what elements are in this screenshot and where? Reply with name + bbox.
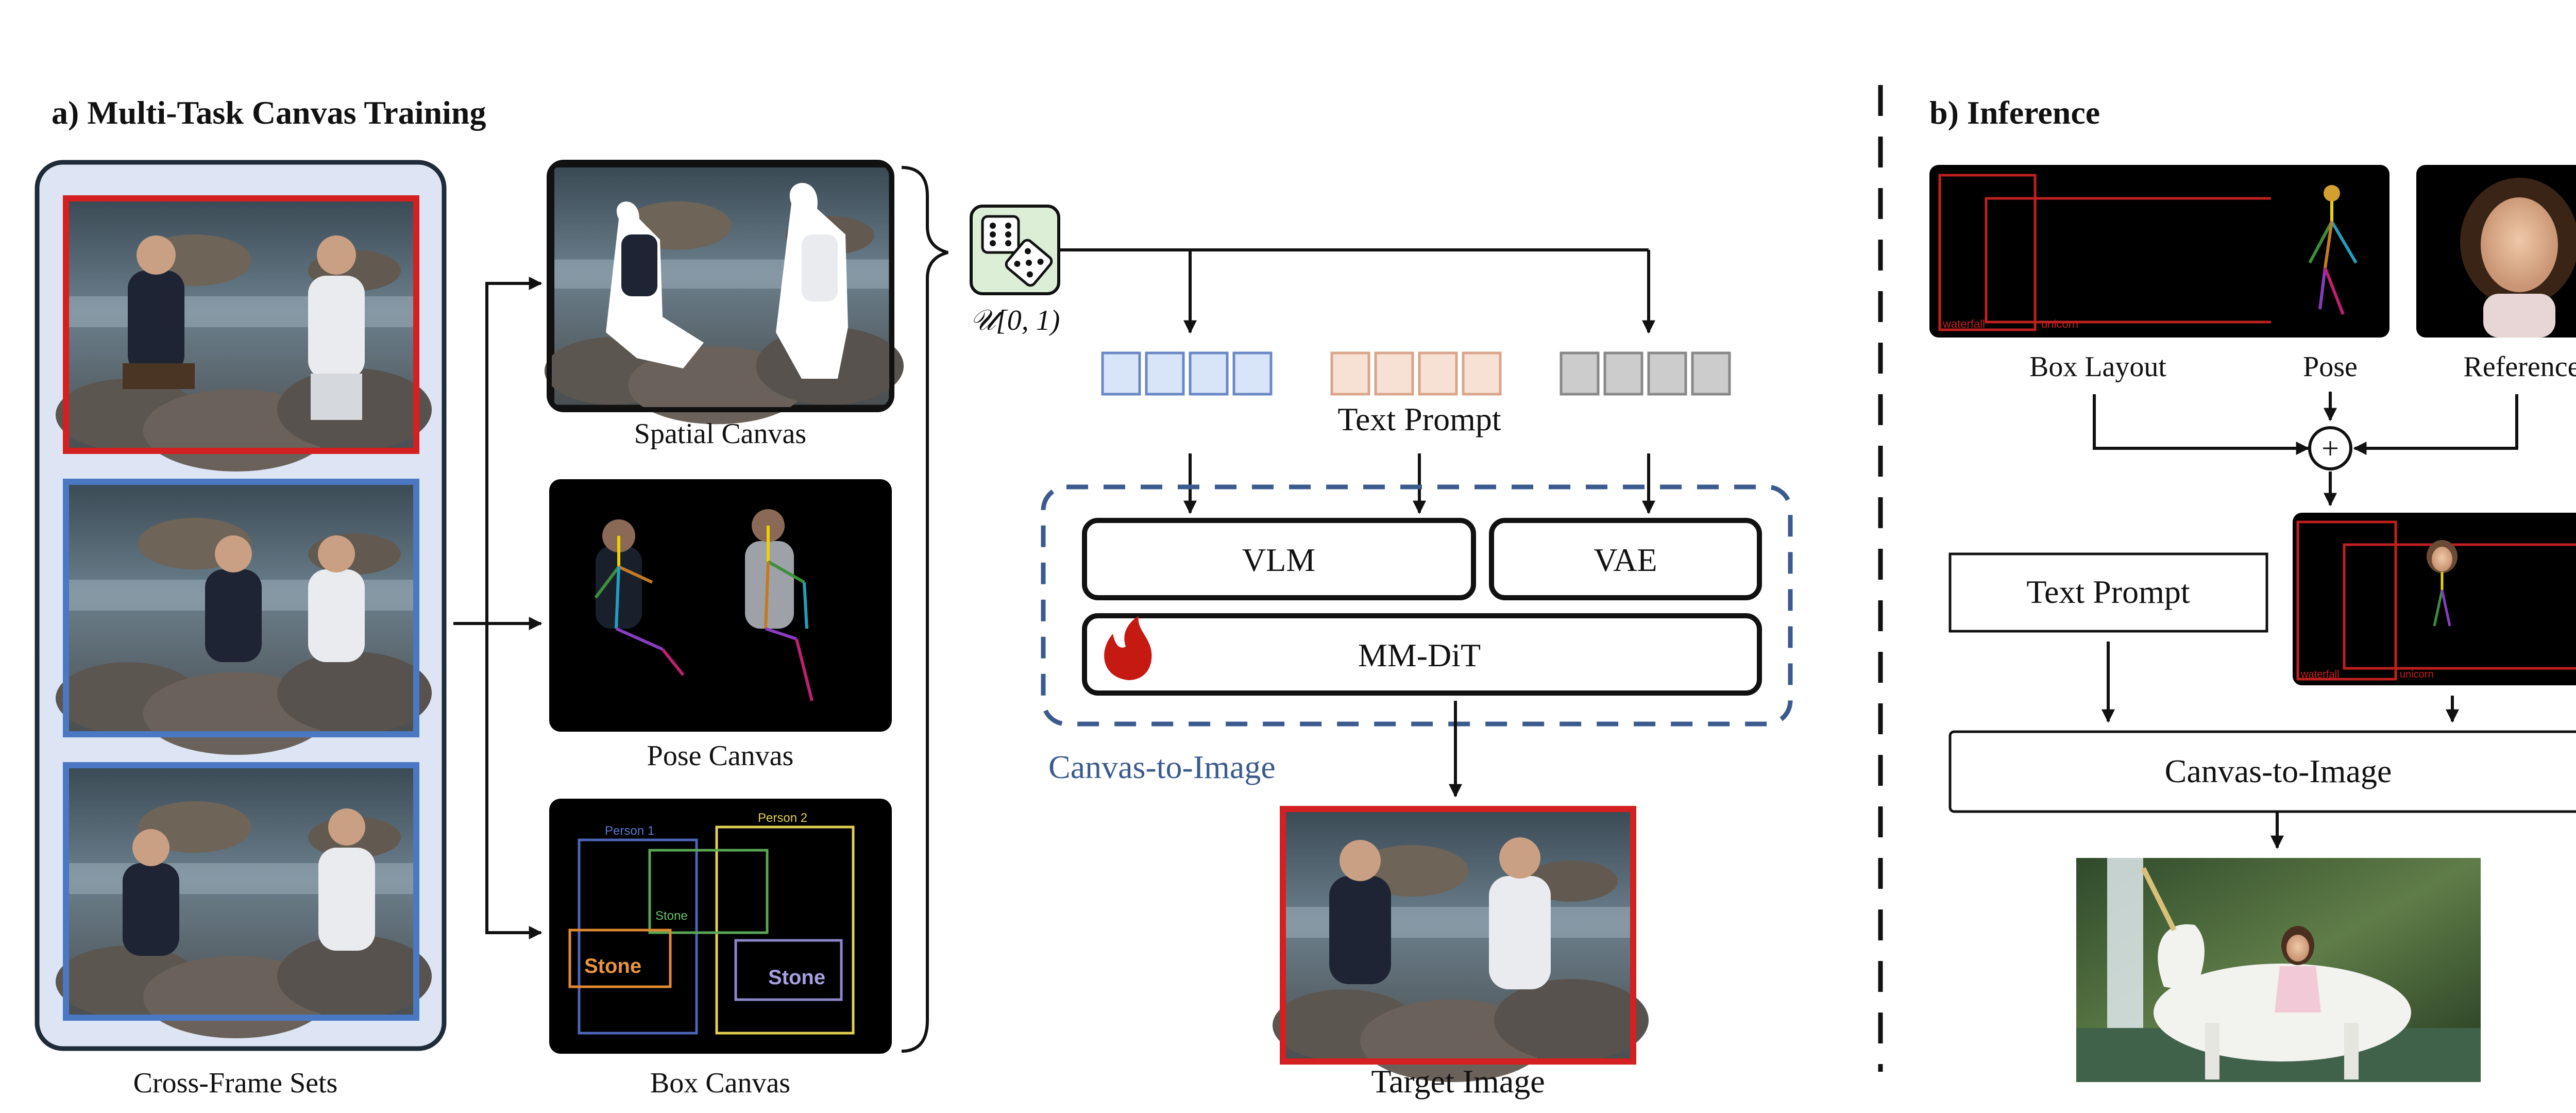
panel-a-title: a) Multi-Task Canvas Training bbox=[52, 94, 486, 131]
mmdit-box bbox=[1082, 613, 1762, 696]
pose-skeleton-left bbox=[594, 536, 685, 676]
layout-tag-unicorn: unicorn bbox=[2041, 317, 2078, 330]
plus-icon: + bbox=[2308, 426, 2352, 470]
svg-text:+: + bbox=[2321, 431, 2339, 465]
canvas-to-image-label: Canvas-to-Image bbox=[1048, 749, 1276, 785]
flame-icon bbox=[1104, 616, 1152, 680]
box-layout-image: waterfall unicorn bbox=[1929, 165, 2293, 338]
panel-b-title: b) Inference bbox=[1929, 94, 2100, 131]
box-person-1-label: Person 1 bbox=[605, 824, 654, 838]
layout-tag-waterfall: waterfall bbox=[1942, 317, 1985, 330]
mmdit-label: MM-DiT bbox=[1358, 637, 1481, 673]
dice-icon bbox=[970, 205, 1060, 295]
inference-arrows bbox=[2102, 642, 2459, 849]
cross-frame-image-3 bbox=[56, 762, 432, 1038]
inference-text-prompt-label: Text Prompt bbox=[2026, 574, 2190, 610]
spatial-canvas-label: Spatial Canvas bbox=[634, 418, 806, 450]
canvas-brace bbox=[901, 166, 948, 1053]
target-image-label: Target Image bbox=[1371, 1063, 1545, 1100]
pose-canvas bbox=[549, 479, 892, 732]
spatial-canvas bbox=[544, 160, 904, 425]
box-person-2 bbox=[715, 825, 855, 1035]
inference-text-prompt-box bbox=[1948, 552, 2268, 633]
target-image bbox=[1273, 806, 1649, 1082]
merge-arrows bbox=[2093, 392, 2518, 507]
vlm-label: VLM bbox=[1242, 542, 1315, 578]
combined-tag-unicorn: unicorn bbox=[2400, 669, 2434, 680]
cross-frame-image-2 bbox=[56, 479, 432, 755]
box-layout-label: Box Layout bbox=[2029, 351, 2166, 383]
reference-image bbox=[2416, 165, 2576, 338]
fanout-arrows bbox=[453, 277, 543, 939]
reference-label: Reference bbox=[2464, 351, 2576, 383]
box-person-1 bbox=[578, 838, 698, 1035]
token-group-blue bbox=[1101, 351, 1273, 396]
inference-canvas-to-image-box bbox=[1948, 730, 2576, 813]
canvas-to-image-container bbox=[1041, 484, 1793, 727]
pose-skeleton-right bbox=[764, 526, 814, 701]
cross-frame-label: Cross-Frame Sets bbox=[133, 1067, 338, 1099]
vae-label: VAE bbox=[1594, 542, 1657, 578]
cross-frame-sets: Cross-Frame Sets bbox=[35, 160, 447, 1099]
box-stone-orange bbox=[568, 929, 672, 988]
pose-label: Pose bbox=[2303, 351, 2358, 383]
uniform-label: 𝒰[0, 1) bbox=[970, 305, 1060, 336]
token-group-peach bbox=[1330, 351, 1502, 396]
vlm-box bbox=[1082, 518, 1476, 600]
pose-canvas-label: Pose Canvas bbox=[647, 740, 794, 772]
box-stone-green-label: Stone bbox=[655, 909, 688, 923]
box-stone-purple-label: Stone bbox=[768, 966, 825, 989]
box-stone-green bbox=[648, 849, 769, 934]
inference-canvas-to-image-label: Canvas-to-Image bbox=[2165, 753, 2392, 789]
pose-image bbox=[2271, 165, 2389, 338]
box-stone-purple bbox=[734, 939, 843, 1001]
combined-tag-waterfall: waterfall bbox=[2300, 669, 2339, 680]
token-group-gray bbox=[1560, 351, 1731, 396]
cross-frame-image-1 bbox=[56, 195, 432, 471]
output-image bbox=[2076, 858, 2481, 1082]
box-canvas-label: Box Canvas bbox=[650, 1067, 790, 1099]
vae-box bbox=[1489, 518, 1762, 600]
box-person-2-label: Person 2 bbox=[758, 811, 807, 825]
text-prompt-label: Text Prompt bbox=[1337, 401, 1501, 437]
combined-canvas: waterfall unicorn bbox=[2293, 513, 2576, 685]
token-arrows bbox=[1183, 453, 1655, 514]
box-canvas: Person 1 Person 2 Stone Stone Stone bbox=[549, 799, 892, 1054]
dice-arrows bbox=[1059, 248, 1655, 334]
box-stone-orange-label: Stone bbox=[584, 955, 641, 977]
